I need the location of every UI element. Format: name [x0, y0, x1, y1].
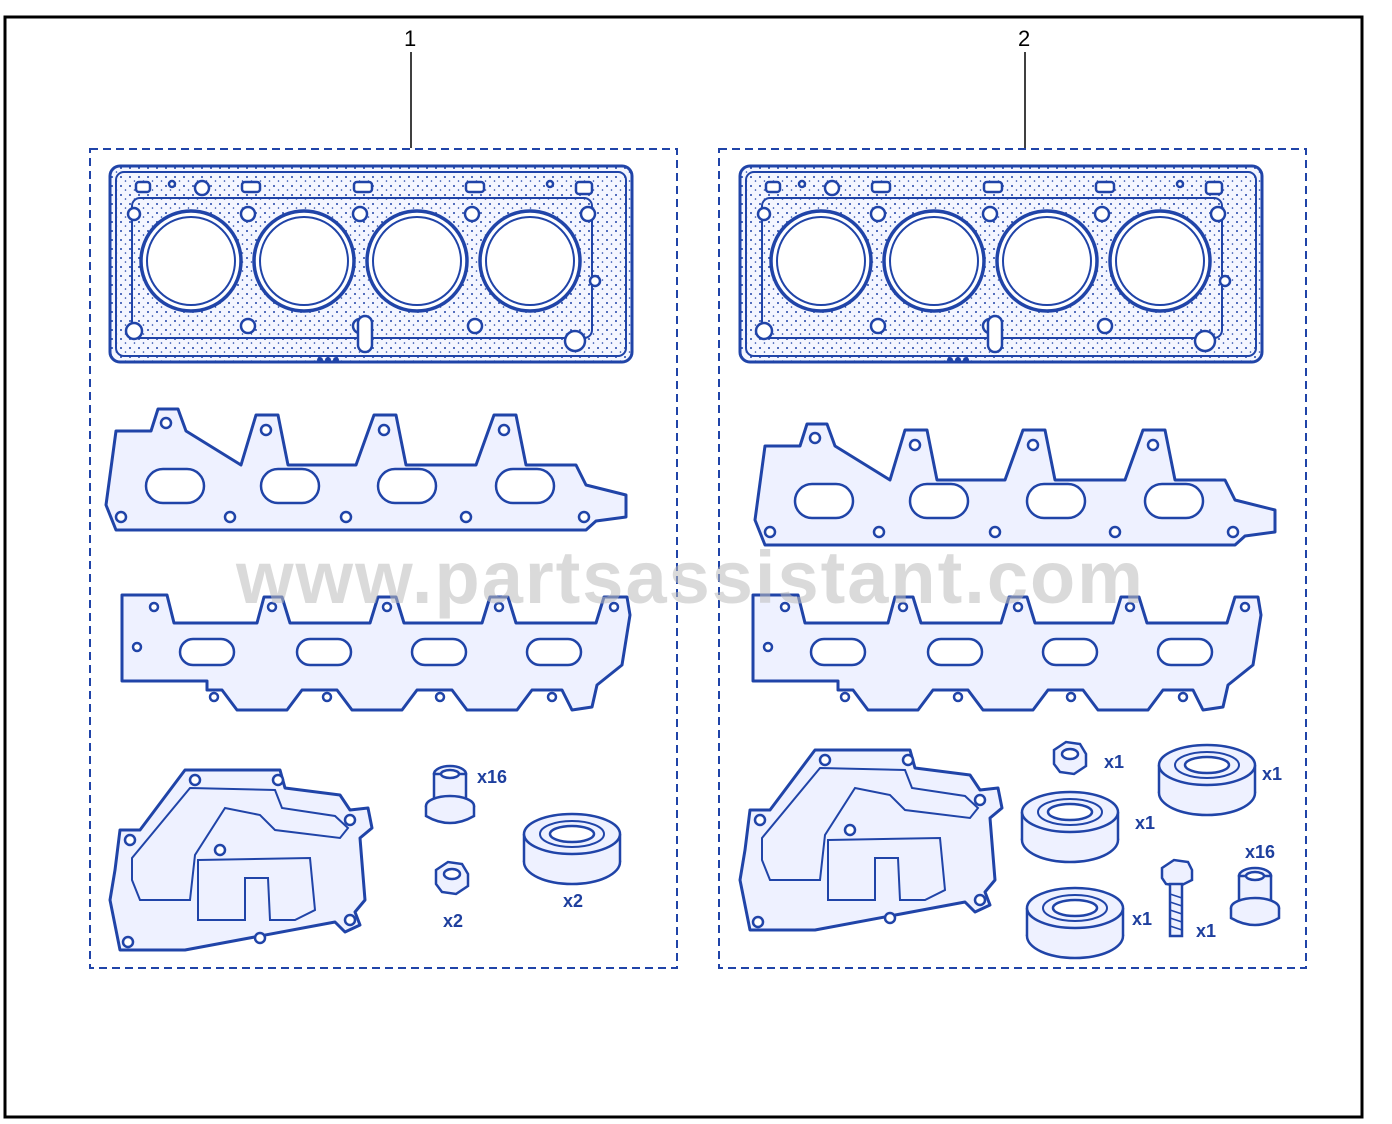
qty-seal-stack-2: x1 [1135, 813, 1155, 833]
seal-1[interactable] [522, 812, 622, 886]
qty-seal-top-2: x1 [1262, 764, 1282, 784]
kit-2-box[interactable] [718, 148, 1307, 969]
pump-gasket-2[interactable] [738, 748, 1004, 932]
cylinder-head-gasket-1[interactable] [108, 164, 634, 365]
nut-1[interactable] [434, 860, 470, 896]
cylinder-head-gasket-2[interactable] [738, 164, 1264, 365]
qty-seal-bottom-2: x1 [1132, 909, 1152, 929]
qty-nut-1: x2 [443, 911, 463, 931]
qty-plug-2: x16 [1245, 842, 1275, 862]
seal-top-2[interactable] [1157, 743, 1257, 817]
ref-1: 1 [404, 26, 416, 51]
outer-frame [3, 15, 1364, 1119]
plug-2[interactable] [1229, 866, 1281, 927]
bolt-2[interactable] [1160, 858, 1194, 938]
plug-1[interactable] [424, 764, 476, 825]
seal-bottom-2[interactable] [1025, 886, 1125, 960]
kit-1-box[interactable] [89, 148, 678, 969]
seal-stack-2[interactable] [1020, 790, 1120, 864]
qty-plug-1: x16 [477, 767, 507, 787]
pump-gasket-1[interactable] [108, 768, 374, 952]
qty-bolt-2: x1 [1196, 921, 1216, 941]
kit-1: x16 x2 x2 [104, 164, 634, 952]
ref-2: 2 [1018, 26, 1030, 51]
watermark: www.partsassistant.com [235, 536, 1145, 619]
nut-2[interactable] [1052, 740, 1088, 776]
qty-seal-1: x2 [563, 891, 583, 911]
intake-manifold-gasket-2[interactable] [753, 422, 1277, 547]
qty-nut-2: x1 [1104, 752, 1124, 772]
kit-2: x1 x1 x1 x1 x1 x16 [738, 164, 1282, 960]
intake-manifold-gasket-1[interactable] [104, 407, 628, 532]
